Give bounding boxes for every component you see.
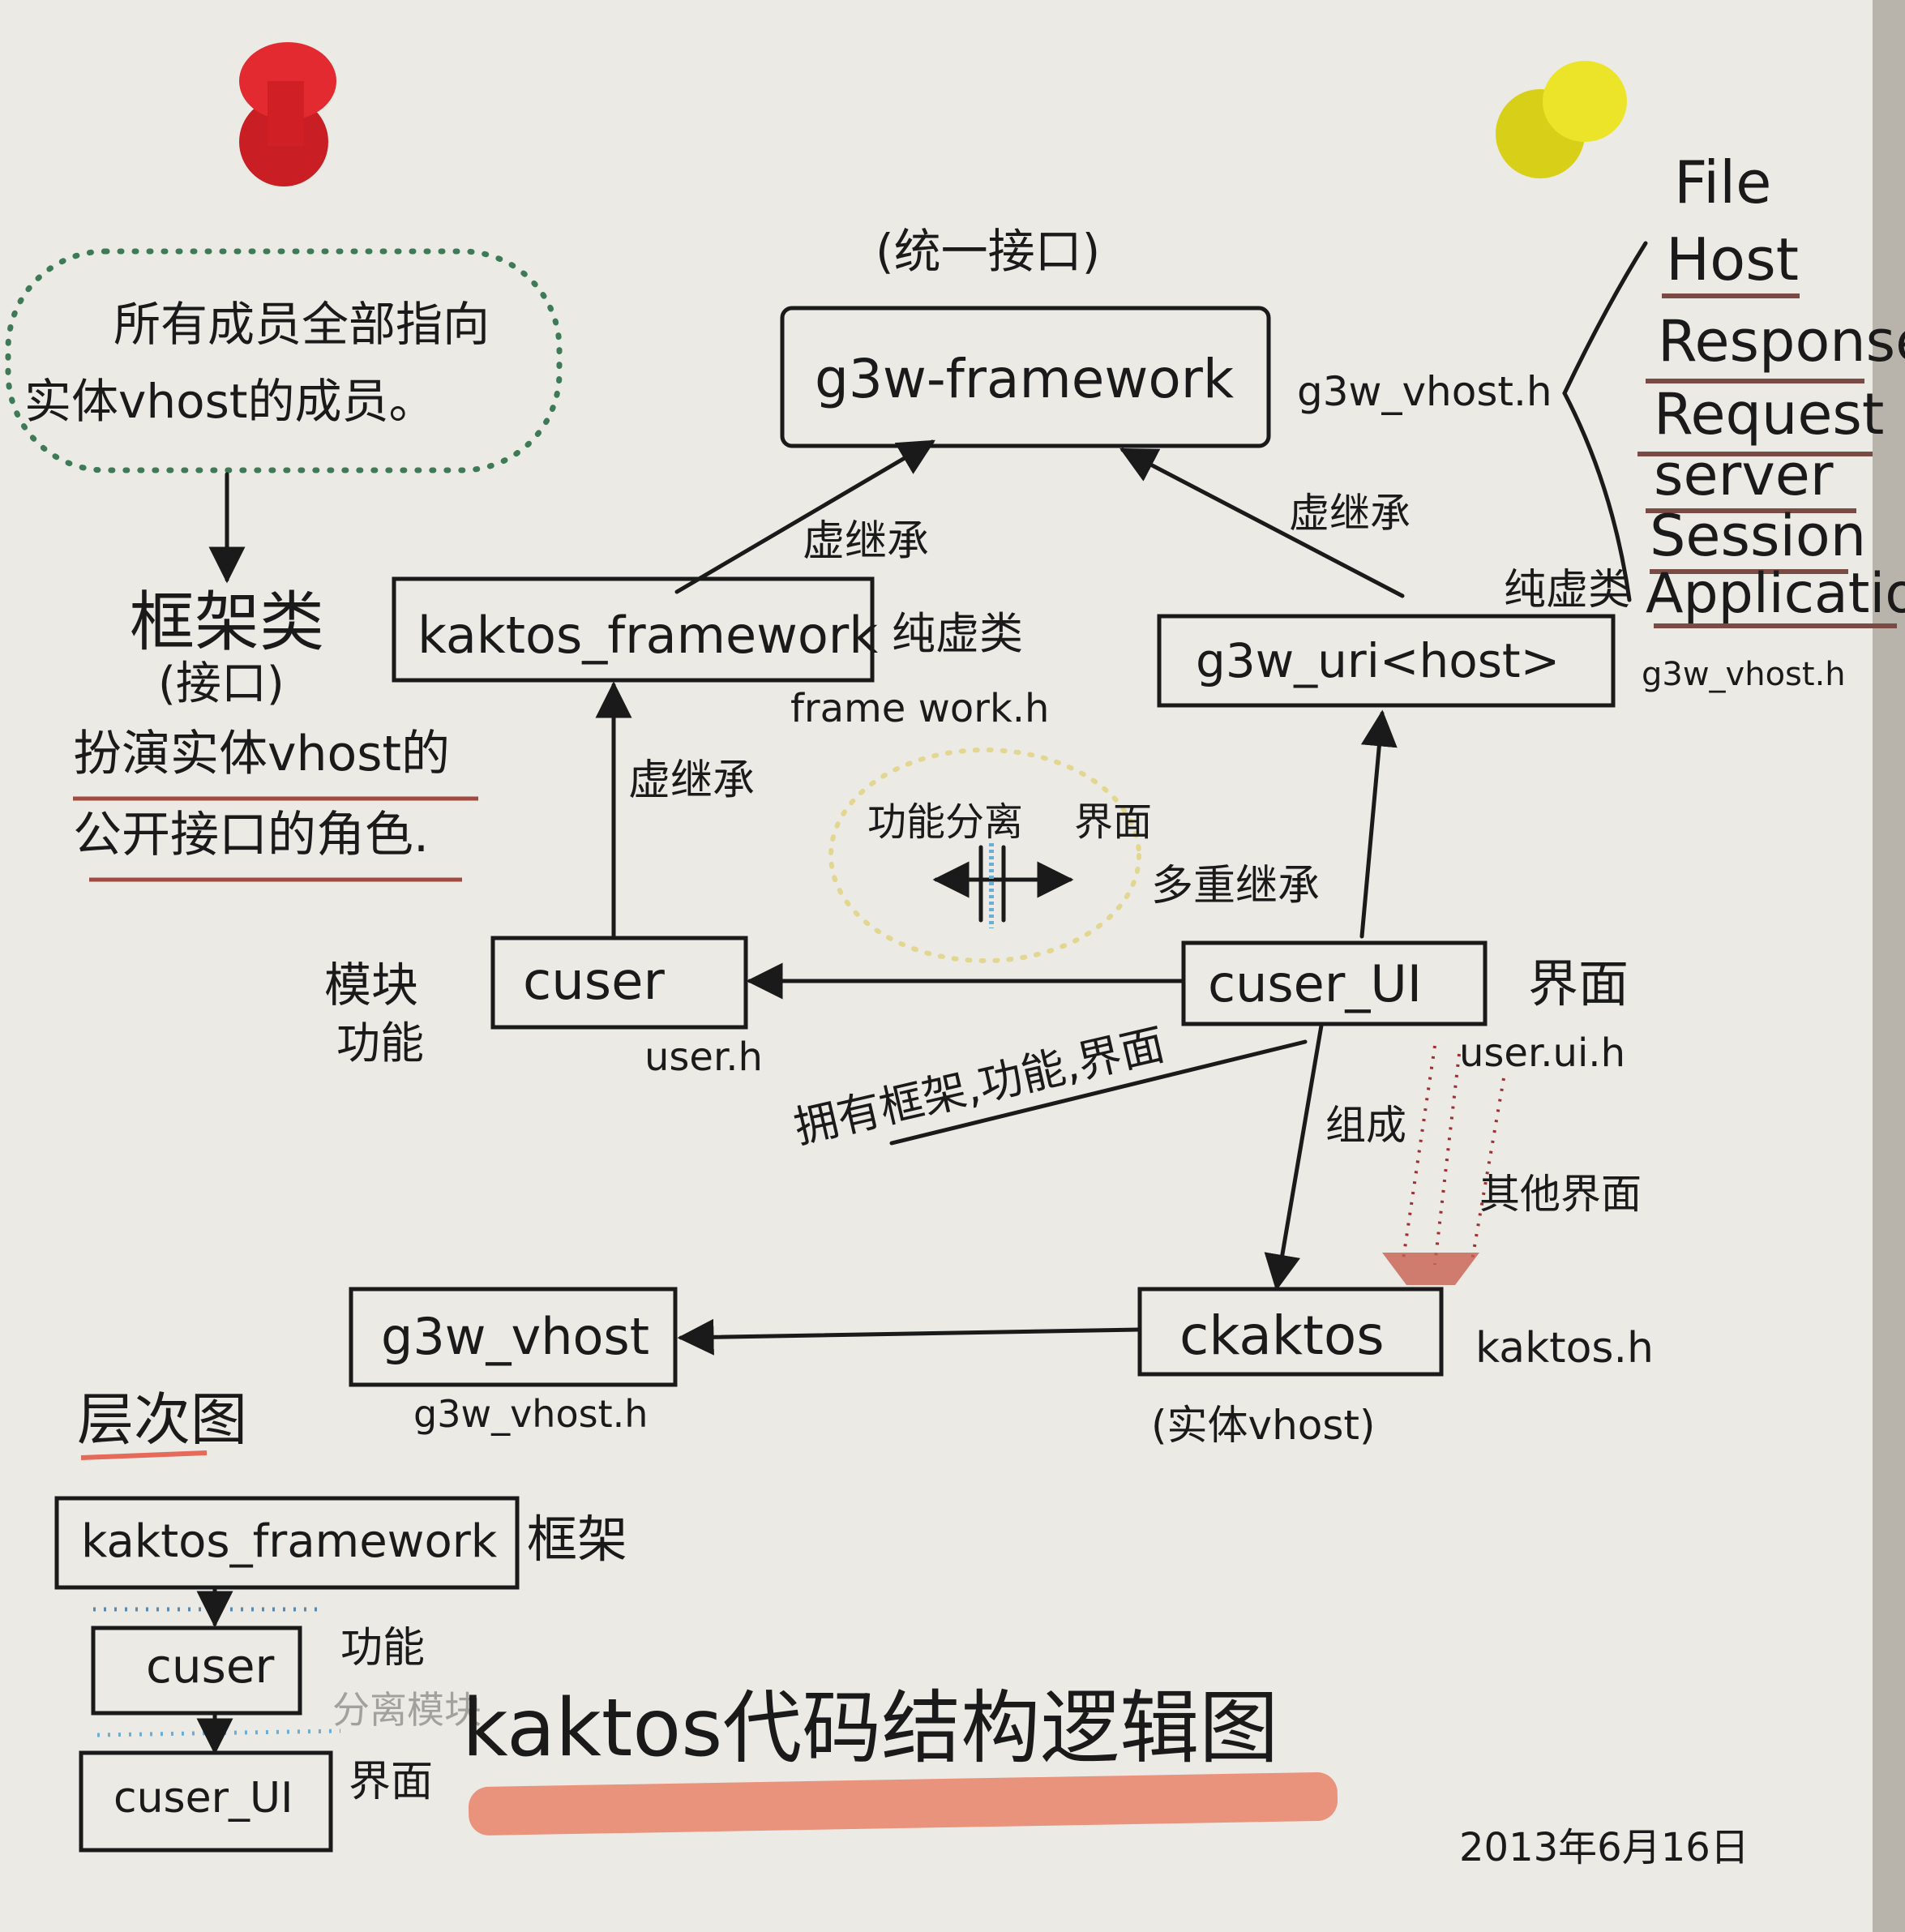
vhost-members-list: File Host Response Request server Sessio… [1637,148,1905,628]
class-box-cuser-ui [1181,940,1488,1026]
file-g3w-framework: g3w_vhost.h [1297,368,1552,415]
page-title: kaktos代码结构逻辑图 [462,1682,1278,1775]
cloud-note-line-2: 实体vhost的成员。 [24,374,436,429]
relation-composes: 组成 [1325,1102,1406,1149]
association-ckaktos-to-g3w-vhost [677,1318,1141,1356]
member-item: Request [1654,381,1884,448]
yellow-pin-icon [1496,61,1627,178]
framework-class-desc-1: 扮演实体vhost的 [73,726,450,782]
relation-virtual-inherit-mid: 虚继承 [628,756,755,805]
relation-other-ui: 其他界面 [1479,1171,1642,1218]
class-name-kaktos-framework: kaktos_framework [417,606,878,665]
file-cuser: user.h [644,1035,763,1080]
inherit-arrow-cuser-ui [1359,709,1398,939]
cloud-note-line-1: 所有成员全部指向 [113,297,490,352]
class-name-ckaktos: ckaktos [1179,1304,1385,1367]
other-ui-dotted-arrows [1401,1045,1505,1266]
cuser-role-1: 模块 [324,957,418,1013]
date-label: 2013年6月16日 [1459,1825,1749,1870]
class-name-g3w-uri: g3w_uri<host> [1196,633,1560,688]
hierarchy-label-framework: 框架 [527,1510,627,1569]
inherit-arrow-right [1119,448,1405,598]
member-item: Session [1650,503,1866,569]
hierarchy-name-cuser-ui: cuser_UI [113,1774,293,1823]
framework-class-desc-2: 公开接口的角色. [73,807,429,863]
member-item: Host [1666,225,1799,293]
member-item: Application [1646,562,1905,626]
hierarchy-name-cuser: cuser [146,1639,275,1694]
class-box-g3w-vhost [349,1287,678,1387]
file-g3w-vhost: g3w_vhost.h [413,1392,648,1436]
wall-edge [1873,0,1905,1932]
hierarchy-box-framework [54,1496,520,1590]
class-box-kaktos-framework [392,576,875,683]
class-name-g3w-framework: g3w-framework [815,348,1235,410]
file-kaktos-framework: frame work.h [790,686,1049,731]
class-box-g3w-framework [780,306,1271,448]
class-kind-kaktos-framework: 纯虚类 [892,608,1023,659]
class-name-cuser-ui: cuser_UI [1208,954,1422,1013]
file-cuser-ui: user.ui.h [1459,1030,1625,1076]
compose-arrow [1264,1023,1324,1292]
framework-class-title: 框架类 [130,585,324,660]
class-name-cuser: cuser [523,952,665,1012]
separation-ui-label: 界面 [1074,799,1152,845]
hierarchy-title: 层次图 [77,1386,247,1453]
hierarchy-name-framework: kaktos_framework [81,1515,498,1568]
member-item: File [1674,148,1771,216]
cuser-role-2: 功能 [336,1017,424,1069]
members-bracket [1562,241,1648,602]
class-kind-g3w-uri: 纯虚类 [1504,566,1630,615]
title-highlight [468,1772,1338,1836]
inherit-arrow-left [674,439,935,594]
separation-func-label: 功能分离 [867,799,1023,845]
red-pin-icon [239,42,336,186]
cuser-ui-role: 界面 [1528,954,1629,1013]
owns-line [889,1039,1308,1146]
separation-circle [828,748,1141,963]
member-item: server [1654,442,1834,508]
file-g3w-uri: g3w_vhost.h [1642,656,1846,693]
unified-interface-label: (统一接口) [875,224,1100,279]
relation-multi-inherit: 多重继承 [1151,862,1320,910]
class-name-g3w-vhost: g3w_vhost [381,1307,649,1366]
class-box-cuser [490,936,748,1030]
ckaktos-note: (实体vhost) [1151,1402,1376,1449]
hierarchy-label-cuser: 功能 [340,1624,425,1673]
hierarchy-label-cuser-ui: 界面 [349,1758,433,1806]
hierarchy-box-cuser-ui [79,1750,333,1853]
underline [80,1450,208,1460]
other-ui-arrowheads [1382,1253,1479,1285]
framework-class-subtitle: (接口) [158,658,285,710]
class-box-g3w-uri [1157,614,1616,708]
relation-virtual-inherit-right: 虚继承 [1289,490,1411,537]
file-ckaktos: kaktos.h [1475,1324,1654,1373]
hierarchy-faint-label: 分离模块 [332,1688,482,1732]
hierarchy-box-cuser [91,1626,302,1716]
member-item: Response [1658,308,1905,375]
cloud-note-border [5,248,563,473]
relation-virtual-inherit-left: 虚继承 [803,517,929,566]
